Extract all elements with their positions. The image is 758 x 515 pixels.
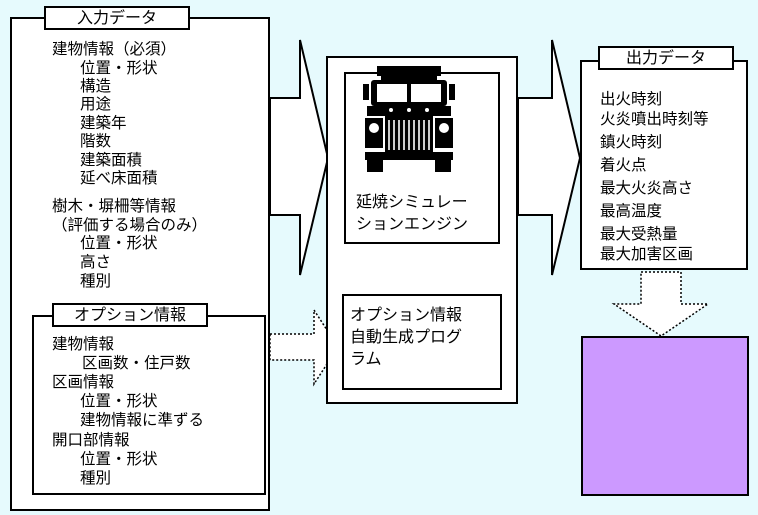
trees-item: 種別 [80, 272, 112, 290]
output-item: 着火点 [600, 156, 647, 174]
output-item: 出火時刻 [600, 90, 663, 108]
option-line: 区画情報 [52, 373, 115, 391]
building-info-header: 建物情報（必須） [52, 40, 177, 58]
trees-item: 高さ [80, 253, 112, 271]
building-item: 構造 [80, 77, 112, 95]
program-title-line: ラム [350, 349, 382, 368]
option-line: 種別 [80, 469, 112, 487]
option-line: 開口部情報 [52, 431, 130, 449]
output-item: 最大受熱量 [600, 225, 678, 243]
option-line: 建物情報に準ずる [80, 411, 205, 429]
truck-icon [363, 66, 455, 172]
output-item: 最大火炎高さ [600, 179, 694, 197]
engine-title-line: ションエンジン [356, 214, 469, 233]
building-item: 建築面積 [80, 151, 143, 169]
trees-info-condition: （評価する場合のみ） [52, 216, 208, 234]
program-title-line: 自動生成プログ [350, 327, 463, 346]
trees-item: 位置・形状 [80, 234, 158, 252]
option-line: 建物情報 [52, 335, 115, 353]
building-item: 階数 [80, 132, 112, 150]
option-info-title: オプション情報 [52, 303, 208, 327]
output-item: 鎮火時刻 [600, 133, 663, 151]
building-item: 延べ床面積 [80, 169, 158, 187]
option-program-box [342, 294, 502, 390]
output-to-result-arrow [611, 271, 711, 337]
output-item: 最高温度 [600, 202, 663, 220]
option-line: 位置・形状 [80, 450, 158, 468]
trees-info-header: 樹木・塀柵等情報 [52, 197, 177, 215]
option-info-box [32, 315, 266, 495]
building-item: 位置・形状 [80, 59, 158, 77]
input-to-engine-arrow [269, 39, 330, 276]
option-line: 区画数・住戸数 [82, 354, 191, 372]
output-item: 火炎噴出時刻等 [600, 110, 709, 128]
option-to-engine-arrow [269, 307, 339, 387]
result-box [581, 336, 749, 496]
engine-title-line: 延焼シミュレー [356, 192, 468, 211]
output-data-title: 出力データ [598, 46, 734, 70]
building-item: 用途 [80, 95, 112, 113]
option-line: 位置・形状 [80, 392, 158, 410]
engine-to-output-arrow [517, 39, 582, 276]
input-data-title: 入力データ [44, 6, 190, 30]
output-data-box [580, 60, 748, 270]
building-item: 建築年 [80, 114, 127, 132]
program-title-line: オプション情報 [350, 305, 463, 324]
output-item: 最大加害区画 [600, 245, 694, 263]
